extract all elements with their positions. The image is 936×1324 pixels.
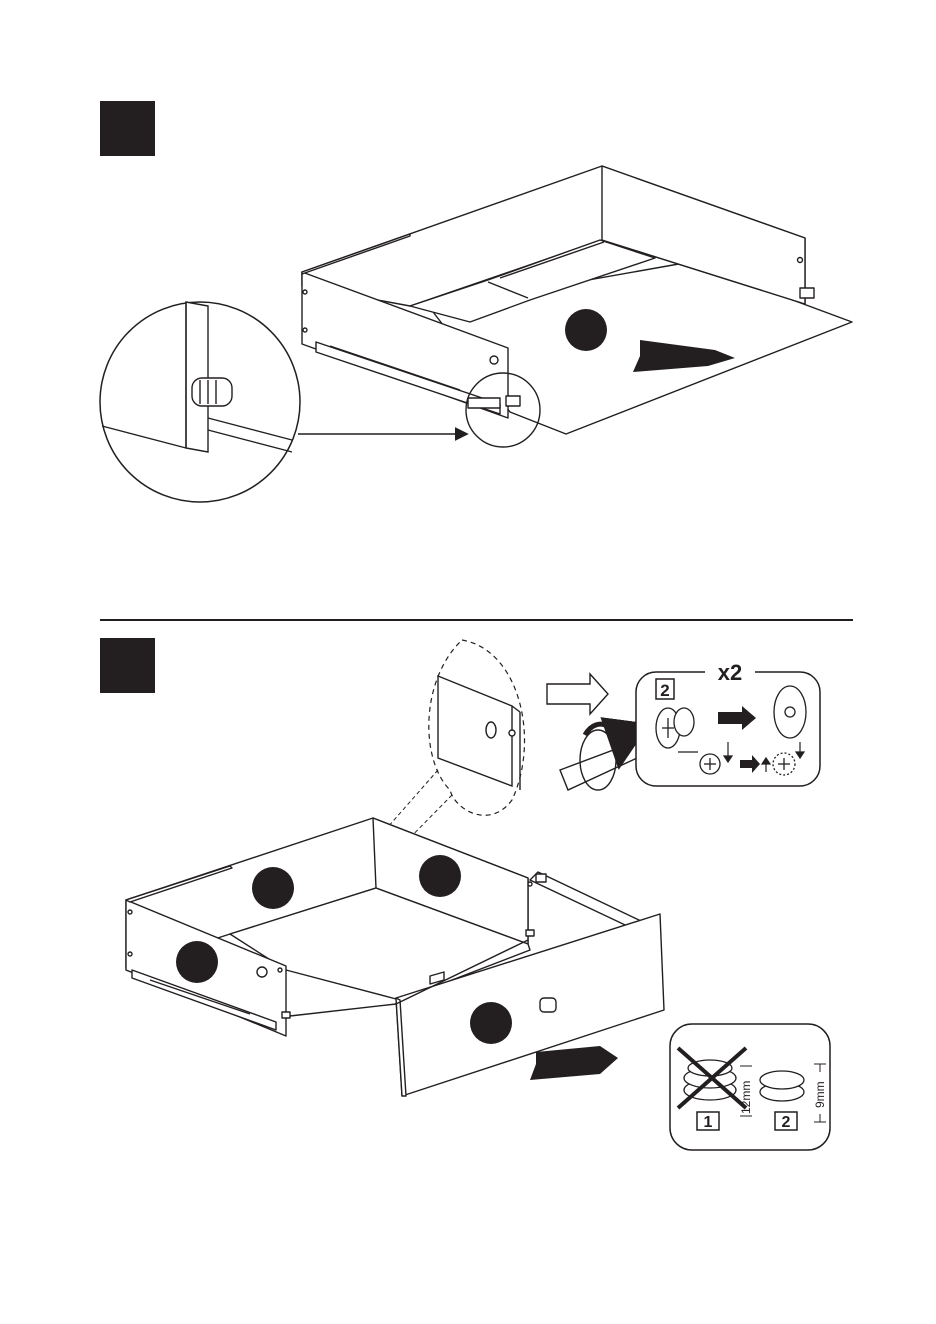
part-number-label: 2 xyxy=(660,681,669,700)
part-marker-dot xyxy=(565,309,607,351)
dowel-icon xyxy=(192,378,232,406)
part-marker-dot xyxy=(470,1002,512,1044)
knob-icon xyxy=(540,998,556,1012)
wrong-number-label: 1 xyxy=(704,1114,713,1131)
wrong-height-label: 12mm xyxy=(739,1081,753,1114)
part-marker-dot xyxy=(419,855,461,897)
right-height-label: 9mm xyxy=(813,1081,827,1108)
push-arrow-icon xyxy=(530,1046,618,1080)
right-number-label: 2 xyxy=(782,1114,791,1131)
outline-arrow-icon xyxy=(547,674,608,714)
part-marker-dot xyxy=(176,941,218,983)
drawer-box-upper xyxy=(302,166,852,434)
part-marker-dot xyxy=(252,867,294,909)
quantity-label: x2 xyxy=(718,660,742,685)
